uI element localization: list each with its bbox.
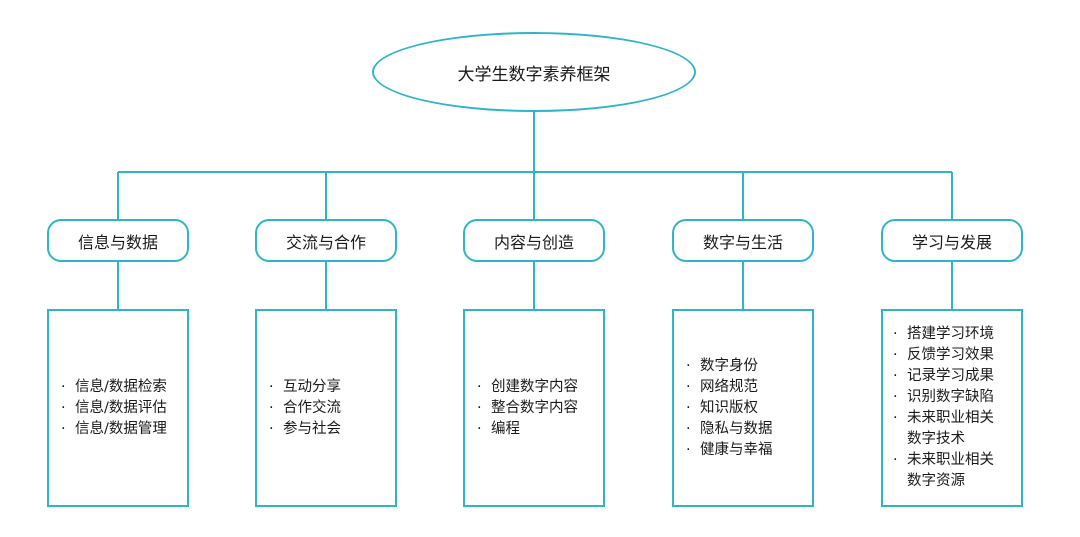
category-node-2: 交流与合作 bbox=[255, 219, 397, 262]
bullet-icon: · bbox=[686, 399, 691, 416]
list-item: ·编程 bbox=[477, 419, 578, 440]
detail-list-1: ·信息/数据检索 ·信息/数据评估 ·信息/数据管理 bbox=[61, 377, 167, 440]
detail-box-2: ·互动分享 ·合作交流 ·参与社会 bbox=[255, 309, 397, 507]
bullet-icon: · bbox=[61, 378, 66, 395]
list-item: ·合作交流 bbox=[269, 398, 341, 419]
bullet-icon: · bbox=[893, 389, 898, 405]
bullet-icon: · bbox=[61, 399, 66, 416]
bullet-icon: · bbox=[686, 378, 691, 395]
detail-list-5: ·搭建学习环境 ·反馈学习效果 ·记录学习成果 ·识别数字缺陷 ·未来职业相关数… bbox=[893, 324, 994, 492]
detail-box-3: ·创建数字内容 ·整合数字内容 ·编程 bbox=[463, 309, 605, 507]
bullet-icon: · bbox=[893, 452, 898, 468]
bullet-icon: · bbox=[269, 378, 274, 395]
bullet-icon: · bbox=[686, 441, 691, 458]
category-label-3: 内容与创造 bbox=[493, 232, 574, 252]
bullet-icon: · bbox=[893, 410, 898, 426]
category-label-1: 信息与数据 bbox=[77, 232, 158, 252]
list-item: ·互动分享 bbox=[269, 377, 341, 398]
list-item: ·健康与幸福 bbox=[686, 440, 773, 461]
list-item: ·未来职业相关数字技术 bbox=[893, 410, 994, 447]
list-item: ·识别数字缺陷 bbox=[893, 387, 994, 408]
detail-list-2: ·互动分享 ·合作交流 ·参与社会 bbox=[269, 377, 341, 440]
list-item: ·整合数字内容 bbox=[477, 398, 578, 419]
bullet-icon: · bbox=[686, 357, 691, 374]
bullet-icon: · bbox=[61, 420, 66, 437]
detail-box-1: ·信息/数据检索 ·信息/数据评估 ·信息/数据管理 bbox=[47, 309, 189, 507]
list-item: ·知识版权 bbox=[686, 398, 773, 419]
bullet-icon: · bbox=[477, 420, 482, 437]
detail-box-5: ·搭建学习环境 ·反馈学习效果 ·记录学习成果 ·识别数字缺陷 ·未来职业相关数… bbox=[881, 309, 1023, 507]
list-item: ·数字身份 bbox=[686, 356, 773, 377]
list-item: ·未来职业相关数字资源 bbox=[893, 452, 994, 489]
list-item: ·信息/数据管理 bbox=[61, 419, 167, 440]
list-item: ·记录学习成果 bbox=[893, 366, 994, 387]
list-item: ·反馈学习效果 bbox=[893, 345, 994, 366]
list-item: ·隐私与数据 bbox=[686, 419, 773, 440]
category-node-1: 信息与数据 bbox=[47, 219, 189, 262]
category-label-2: 交流与合作 bbox=[285, 232, 366, 252]
detail-box-4: ·数字身份 ·网络规范 ·知识版权 ·隐私与数据 ·健康与幸福 bbox=[672, 309, 814, 507]
category-node-5: 学习与发展 bbox=[881, 219, 1023, 262]
detail-list-3: ·创建数字内容 ·整合数字内容 ·编程 bbox=[477, 377, 578, 440]
list-item: ·创建数字内容 bbox=[477, 377, 578, 398]
bullet-icon: · bbox=[477, 399, 482, 416]
bullet-icon: · bbox=[269, 399, 274, 416]
detail-list-4: ·数字身份 ·网络规范 ·知识版权 ·隐私与数据 ·健康与幸福 bbox=[686, 356, 773, 461]
list-item: ·网络规范 bbox=[686, 377, 773, 398]
category-node-4: 数字与生活 bbox=[672, 219, 814, 262]
category-label-4: 数字与生活 bbox=[702, 232, 783, 252]
root-node: 大学生数字素养框架 bbox=[372, 32, 696, 112]
bullet-icon: · bbox=[269, 420, 274, 437]
list-item: ·信息/数据检索 bbox=[61, 377, 167, 398]
category-label-5: 学习与发展 bbox=[911, 232, 992, 252]
bullet-icon: · bbox=[893, 368, 898, 384]
bullet-icon: · bbox=[893, 347, 898, 363]
category-node-3: 内容与创造 bbox=[463, 219, 605, 262]
bullet-icon: · bbox=[686, 420, 691, 437]
bullet-icon: · bbox=[477, 378, 482, 395]
root-node-label: 大学生数字素养框架 bbox=[457, 64, 611, 85]
list-item: ·搭建学习环境 bbox=[893, 324, 994, 345]
list-item: ·参与社会 bbox=[269, 419, 341, 440]
list-item: ·信息/数据评估 bbox=[61, 398, 167, 419]
bullet-icon: · bbox=[893, 326, 898, 342]
